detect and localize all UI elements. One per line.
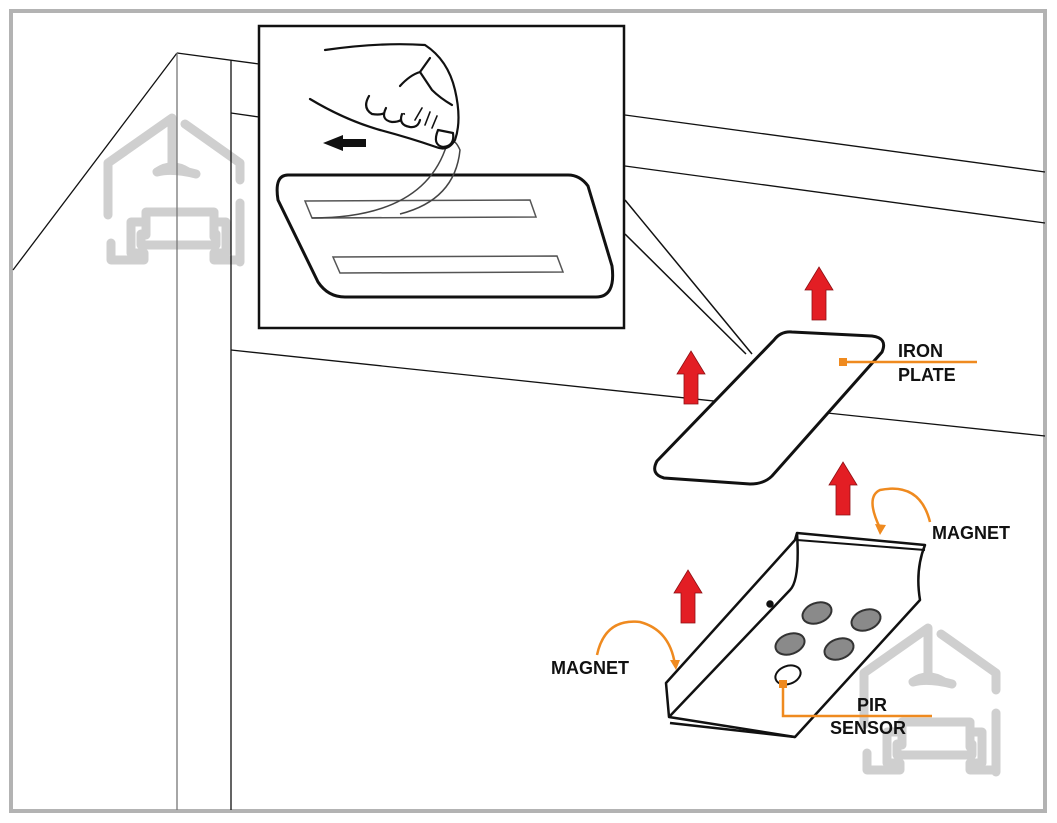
cabinet-outline <box>12 52 1046 810</box>
pull-left-arrow-icon <box>323 135 366 151</box>
iron-plate-label: PLATE <box>898 365 956 385</box>
up-arrow-icon <box>676 350 706 405</box>
adhesive-tape-strip <box>303 199 538 219</box>
sensor-hole <box>774 632 806 656</box>
pir-callout-dot <box>779 680 787 688</box>
inset-iron-plate <box>275 173 615 299</box>
pir-sensor-label: PIR <box>857 695 887 715</box>
adhesive-tape-strip <box>331 255 565 274</box>
move-up-arrows <box>673 266 858 624</box>
magnet-left-arrowhead <box>670 660 680 670</box>
house-logo-watermark-icon <box>859 623 1001 777</box>
detail-inset <box>257 24 626 330</box>
hand-icon <box>308 43 460 150</box>
sensor-hole <box>801 601 833 625</box>
pir-callout-line <box>781 685 932 718</box>
up-arrow-icon <box>828 461 858 516</box>
magnet-right-arrowhead <box>875 524 886 535</box>
iron-plate <box>653 330 886 486</box>
magnet-label: MAGNET <box>551 658 629 678</box>
pir-lens <box>774 664 802 686</box>
iron-plate-callout-dot <box>839 358 847 366</box>
sensor-lens-holes <box>774 601 882 686</box>
sensor-hole <box>850 608 882 632</box>
house-logo-watermark-icon <box>103 113 245 267</box>
iron-plate-label: IRON <box>898 341 943 361</box>
magnet-label: MAGNET <box>932 523 1010 543</box>
magnet-left-arrow-icon <box>595 620 677 666</box>
magnet-right-arrow-icon <box>871 487 932 529</box>
callouts <box>595 360 977 718</box>
inset-connector-lines <box>624 199 753 355</box>
sensor-hole <box>823 637 855 661</box>
pir-sensor-label: SENSOR <box>830 718 906 738</box>
up-arrow-icon <box>673 569 703 624</box>
up-arrow-icon <box>804 266 834 321</box>
